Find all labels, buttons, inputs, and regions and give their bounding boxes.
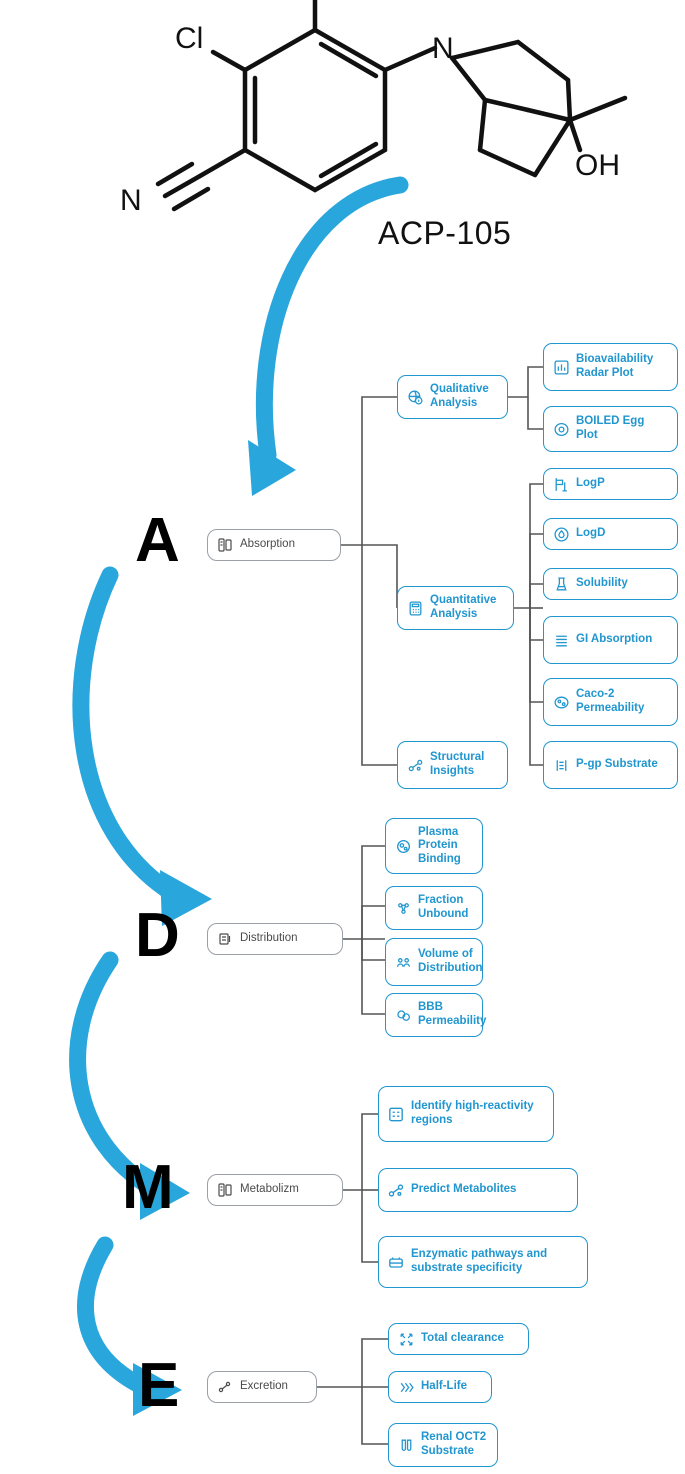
node-label: Caco-2 Permeability bbox=[576, 688, 645, 714]
radar-chart-icon bbox=[552, 358, 570, 376]
node-quantitative-analysis[interactable]: Quantitative Analysis bbox=[397, 586, 514, 630]
node-structural-insights[interactable]: Structural Insights bbox=[397, 741, 508, 789]
node-half-life[interactable]: Half-Life bbox=[388, 1371, 492, 1403]
node-label: BOILED Egg Plot bbox=[576, 415, 645, 441]
metabolism-icon bbox=[216, 1181, 234, 1199]
node-bbb-permeability[interactable]: BBB Permeability bbox=[385, 993, 487, 1037]
node-total-clearance[interactable]: Total clearance bbox=[388, 1323, 529, 1355]
node-absorption[interactable]: Absorption bbox=[207, 529, 341, 561]
compound-label: ACP-105 bbox=[378, 215, 512, 251]
node-label: Absorption bbox=[240, 538, 295, 551]
reactivity-icon bbox=[387, 1105, 405, 1123]
stage-letter-d: D bbox=[135, 901, 180, 970]
egg-icon bbox=[552, 420, 570, 438]
node-solubility[interactable]: Solubility bbox=[543, 568, 678, 600]
node-label: Excretion bbox=[240, 1380, 288, 1393]
clearance-icon bbox=[397, 1330, 415, 1348]
node-boiled-egg-plot[interactable]: BOILED Egg Plot bbox=[543, 406, 678, 452]
halflife-icon bbox=[397, 1378, 415, 1396]
node-bioavailability-radar-plot[interactable]: Bioavailability Radar Plot bbox=[543, 343, 678, 391]
enzyme-icon bbox=[387, 1253, 405, 1271]
node-pgp-substrate[interactable]: P-gp Substrate bbox=[543, 741, 678, 789]
node-label: Identify high-reactivity regions bbox=[411, 1100, 534, 1126]
node-label: Fraction Unbound bbox=[418, 894, 469, 920]
node-label: Structural Insights bbox=[430, 751, 485, 777]
node-label: Volume of Distribution bbox=[418, 948, 483, 974]
node-label: Quantitative Analysis bbox=[430, 594, 497, 620]
droplet-icon bbox=[552, 525, 570, 543]
node-renal-oct2-substrate[interactable]: Renal OCT2 Substrate bbox=[388, 1423, 498, 1467]
node-label: Metabolizm bbox=[240, 1183, 299, 1196]
globe-search-icon bbox=[406, 388, 424, 406]
protein-icon bbox=[394, 837, 412, 855]
node-enzymatic-pathways[interactable]: Enzymatic pathways and substrate specifi… bbox=[378, 1236, 588, 1288]
partition-icon bbox=[552, 475, 570, 493]
stage-letter-m: M bbox=[122, 1153, 174, 1222]
node-label: Qualitative Analysis bbox=[430, 383, 489, 409]
molecule-icon bbox=[406, 756, 424, 774]
atom-label-oh: OH bbox=[575, 149, 620, 182]
node-label: Half-Life bbox=[421, 1380, 467, 1393]
node-volume-of-distribution[interactable]: Volume of Distribution bbox=[385, 938, 483, 986]
node-label: Bioavailability Radar Plot bbox=[576, 353, 654, 379]
stage-letter-e: E bbox=[138, 1351, 180, 1420]
node-gi-absorption[interactable]: GI Absorption bbox=[543, 616, 678, 664]
excretion-icon bbox=[216, 1378, 234, 1396]
absorption-icon bbox=[216, 536, 234, 554]
intestine-icon bbox=[552, 631, 570, 649]
node-excretion[interactable]: Excretion bbox=[207, 1371, 317, 1403]
node-label: Plasma Protein Binding bbox=[418, 825, 461, 865]
node-caco2-permeability[interactable]: Caco-2 Permeability bbox=[543, 678, 678, 726]
atom-label-n-nitrile: N bbox=[120, 184, 142, 217]
node-distribution[interactable]: Distribution bbox=[207, 923, 343, 955]
node-identify-high-reactivity-regions[interactable]: Identify high-reactivity regions bbox=[378, 1086, 554, 1142]
node-label: Predict Metabolites bbox=[411, 1183, 517, 1196]
stage-letter-a: A bbox=[135, 506, 180, 575]
node-label: Renal OCT2 Substrate bbox=[421, 1431, 487, 1457]
node-label: Distribution bbox=[240, 932, 298, 945]
distribution-icon bbox=[216, 930, 234, 948]
fraction-icon bbox=[394, 899, 412, 917]
node-qualitative-analysis[interactable]: Qualitative Analysis bbox=[397, 375, 508, 419]
beaker-icon bbox=[552, 575, 570, 593]
cell-icon bbox=[552, 693, 570, 711]
calculator-icon bbox=[406, 599, 424, 617]
node-label: P-gp Substrate bbox=[576, 758, 658, 771]
brain-barrier-icon bbox=[394, 1006, 412, 1024]
molecule-structure: Cl N N OH bbox=[80, 0, 680, 240]
atom-label-n-ring: N bbox=[432, 32, 454, 65]
pump-icon bbox=[552, 756, 570, 774]
node-label: BBB Permeability bbox=[418, 1001, 487, 1027]
node-label: Enzymatic pathways and substrate specifi… bbox=[411, 1248, 548, 1274]
kidney-tube-icon bbox=[397, 1436, 415, 1454]
node-label: LogP bbox=[576, 477, 605, 490]
node-plasma-protein-binding[interactable]: Plasma Protein Binding bbox=[385, 818, 483, 874]
node-label: LogD bbox=[576, 527, 606, 540]
node-label: Total clearance bbox=[421, 1332, 504, 1345]
node-logp[interactable]: LogP bbox=[543, 468, 678, 500]
metabolite-icon bbox=[387, 1181, 405, 1199]
atom-label-cl: Cl bbox=[175, 22, 203, 55]
node-predict-metabolites[interactable]: Predict Metabolites bbox=[378, 1168, 578, 1212]
volume-icon bbox=[394, 953, 412, 971]
node-label: Solubility bbox=[576, 577, 628, 590]
node-logd[interactable]: LogD bbox=[543, 518, 678, 550]
node-fraction-unbound[interactable]: Fraction Unbound bbox=[385, 886, 483, 930]
node-metabolizm[interactable]: Metabolizm bbox=[207, 1174, 343, 1206]
node-label: GI Absorption bbox=[576, 633, 653, 646]
